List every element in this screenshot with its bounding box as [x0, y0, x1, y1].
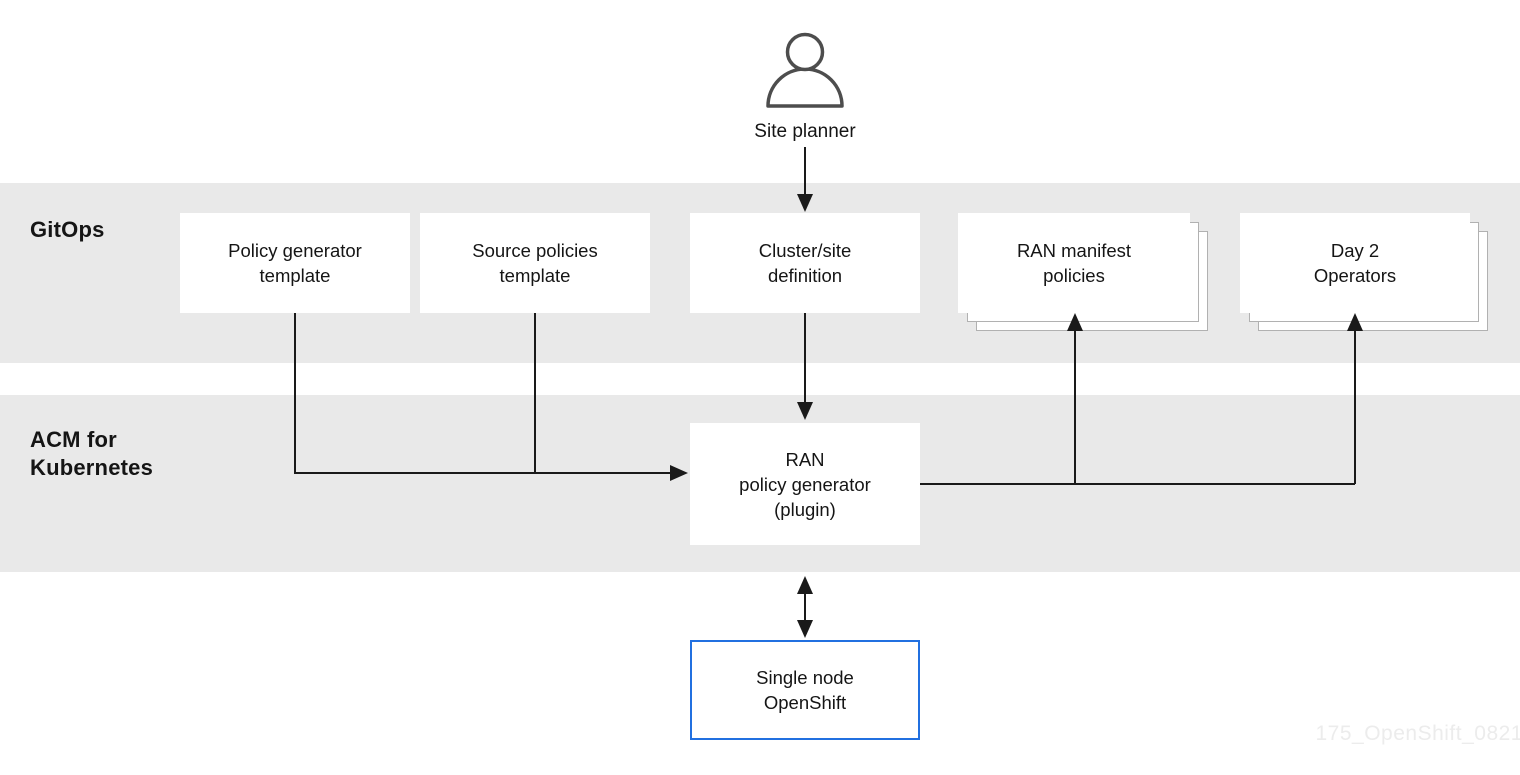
node-source-policies-template: Source policies template: [420, 213, 650, 313]
node-cluster-site-definition: Cluster/site definition: [690, 213, 920, 313]
node-single-node-openshift: Single node OpenShift: [690, 640, 920, 740]
node-label-line: policies: [1043, 265, 1105, 286]
site-planner-label: Site planner: [754, 121, 856, 142]
gitops-lane-label: GitOps: [30, 216, 105, 244]
gitops-lane-label-text: GitOps: [30, 217, 105, 242]
node-ran-policy-generator: RAN policy generator (plugin): [690, 423, 920, 545]
acm-lane-label: ACM for Kubernetes: [30, 426, 153, 482]
node-day2-operators: Day 2 Operators: [1240, 213, 1470, 313]
node-label-line: Operators: [1313, 265, 1397, 286]
node-label-line: policy generator: [739, 473, 871, 495]
node-label-line: (plugin): [774, 498, 836, 520]
node-label-line: RAN manifest: [1016, 240, 1132, 261]
node-label-line: Day 2: [1330, 240, 1380, 261]
acm-lane-label-line1: ACM for: [30, 427, 117, 452]
acm-lane-label-line2: Kubernetes: [30, 455, 154, 480]
node-label-line: Policy generator: [228, 240, 362, 261]
node-ran-manifest-policies: RAN manifest policies: [958, 213, 1190, 313]
node-label-line: RAN: [785, 448, 825, 470]
node-label-line: Cluster/site: [758, 240, 852, 261]
node-label-line: template: [499, 265, 571, 286]
watermark-text: 175_OpenShift_0821: [1315, 722, 1520, 745]
node-policy-generator-template: Policy generator template: [180, 213, 410, 313]
node-label-line: definition: [767, 265, 843, 286]
arrow-rangenerator-sno-bidirectional: [797, 576, 813, 638]
node-label-line: Single node: [756, 667, 854, 688]
node-label-line: Source policies: [472, 240, 598, 261]
site-planner-person-icon: [766, 32, 844, 108]
node-label-line: OpenShift: [763, 692, 847, 713]
node-label-line: template: [259, 265, 331, 286]
